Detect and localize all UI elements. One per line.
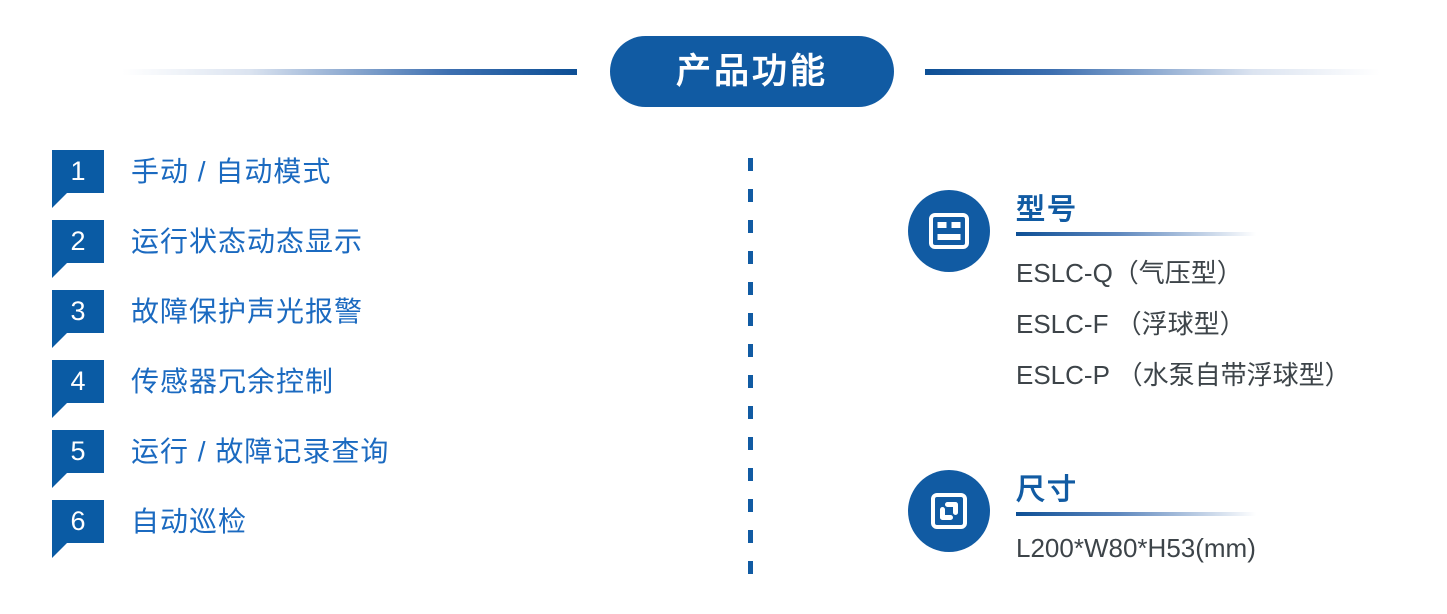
size-heading-rule [1016, 512, 1256, 517]
badge-body [52, 500, 104, 543]
model-lines: ESLC-Q（气压型） ESLC-F （浮球型） ESLC-P （水泵自带浮球型… [1016, 248, 1351, 401]
feature-number: 2 [70, 226, 86, 256]
list-item: 1 手动 / 自动模式 [0, 150, 700, 220]
feature-label: 自动巡检 [131, 506, 248, 537]
vertical-dashed-divider [748, 158, 753, 580]
feature-number-badge: 1 [52, 150, 104, 208]
model-info-body: 型号 ESLC-Q（气压型） ESLC-F （浮球型） ESLC-P （水泵自带… [1016, 190, 1351, 401]
feature-label: 运行 / 故障记录查询 [131, 436, 390, 467]
header-rule-left [122, 69, 577, 75]
feature-number: 4 [70, 366, 86, 396]
badge-tail [52, 193, 67, 208]
feature-label: 手动 / 自动模式 [131, 156, 332, 187]
model-info-block: 型号 ESLC-Q（气压型） ESLC-F （浮球型） ESLC-P （水泵自带… [908, 190, 1351, 401]
model-line: ESLC-Q（气压型） [1016, 258, 1243, 289]
feature-number: 5 [70, 436, 86, 466]
feature-label: 运行状态动态显示 [131, 226, 364, 257]
badge-body [52, 150, 104, 193]
size-info-body: 尺寸 L200*W80*H53(mm) [1016, 470, 1256, 570]
list-item: 5 运行 / 故障记录查询 [0, 430, 700, 500]
feature-label: 传感器冗余控制 [131, 366, 335, 397]
size-heading: 尺寸 [1016, 474, 1079, 506]
page-title: 产品功能 [675, 52, 828, 91]
badge-body [52, 430, 104, 473]
badge-tail [52, 333, 67, 348]
badge-body [52, 220, 104, 263]
list-item: 2 运行状态动态显示 [0, 220, 700, 290]
badge-body [52, 360, 104, 403]
feature-number-badge: 5 [52, 430, 104, 488]
feature-number-badge: 2 [52, 220, 104, 278]
header-rule-right [925, 69, 1380, 75]
badge-tail [52, 263, 67, 278]
list-item: 6 自动巡检 [0, 500, 700, 570]
feature-number-badge: 4 [52, 360, 104, 418]
resize-expand-icon [908, 470, 990, 552]
badge-tail [52, 543, 67, 558]
size-info-block: 尺寸 L200*W80*H53(mm) [908, 470, 1256, 570]
feature-number: 1 [70, 156, 86, 186]
list-item: 4 传感器冗余控制 [0, 360, 700, 430]
feature-list: 1 手动 / 自动模式 2 运行状态动态显示 3 故障保护声光报警 4 传感器冗… [0, 150, 700, 570]
badge-tail [52, 403, 67, 418]
model-heading: 型号 [1016, 194, 1079, 226]
size-lines: L200*W80*H53(mm) [1016, 526, 1256, 570]
feature-number: 3 [70, 296, 86, 326]
size-line: L200*W80*H53(mm) [1016, 533, 1256, 564]
badge-tail [52, 473, 67, 488]
feature-number-badge: 6 [52, 500, 104, 558]
feature-label: 故障保护声光报警 [131, 296, 364, 327]
feature-number: 6 [70, 506, 86, 536]
page-title-pill: 产品功能 [610, 36, 894, 107]
list-item: 3 故障保护声光报警 [0, 290, 700, 360]
model-heading-rule [1016, 232, 1256, 237]
feature-number-badge: 3 [52, 290, 104, 348]
model-line: ESLC-P （水泵自带浮球型） [1016, 360, 1351, 391]
model-line: ESLC-F （浮球型） [1016, 309, 1246, 340]
badge-body [52, 290, 104, 333]
page-header: 产品功能 [0, 0, 1447, 140]
id-card-icon [908, 190, 990, 272]
